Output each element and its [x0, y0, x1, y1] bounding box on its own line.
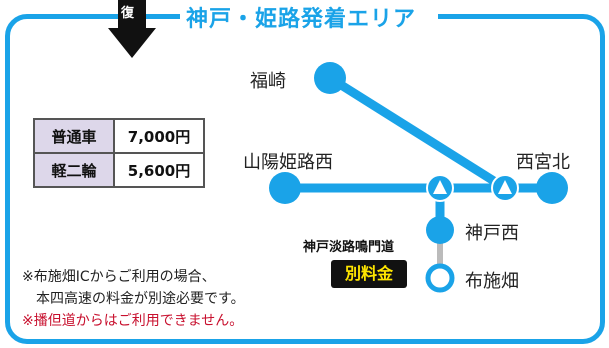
nishinomiya-kita-ic-marker [536, 172, 568, 204]
junction-triangle-icon [433, 180, 447, 194]
sanyo-himeji-nishi-ic-marker [269, 172, 301, 204]
road-name: 神戸淡路鳴門道 [303, 240, 395, 255]
fukuzaki-ic-marker [314, 62, 346, 94]
table-row: 軽二輪 5,600円 [33, 152, 205, 188]
price-cell: 5,600円 [113, 152, 205, 188]
title-background [180, 2, 438, 28]
note-line: ※布施畑ICからご利用の場合、 [22, 269, 216, 285]
vehicle-type-cell: 普通車 [33, 118, 115, 154]
station-label-nishinomiya-kita: 西宮北 [516, 152, 570, 173]
station-label-fusehata: 布施畑 [465, 271, 519, 292]
junction-triangle-icon [498, 180, 512, 194]
area-title: 神戸・姫路発着エリア [186, 7, 417, 32]
kobe-nishi-ic-marker [426, 216, 454, 244]
arrow-label: 復 [121, 6, 135, 21]
down-arrow-icon [108, 0, 156, 58]
note-line: 本四高速の料金が別途必要です。 [36, 291, 245, 307]
table-row: 普通車 7,000円 [33, 118, 205, 154]
fusehata-ic-marker [425, 263, 455, 293]
warning-note: ※播但道からはご利用できません。 [22, 313, 244, 329]
station-label-sanyo-himeji-nishi: 山陽姫路西 [243, 152, 333, 173]
price-cell: 7,000円 [113, 118, 205, 154]
station-label-kobe-nishi: 神戸西 [465, 223, 519, 244]
vehicle-type-cell: 軽二輪 [33, 152, 115, 188]
fare-table: 普通車 7,000円 軽二輪 5,600円 [33, 118, 205, 188]
fukuzaki-route [327, 74, 508, 192]
station-label-fukuzaki: 福崎 [250, 71, 286, 92]
extra-fee-badge: 別料金 [331, 260, 407, 288]
